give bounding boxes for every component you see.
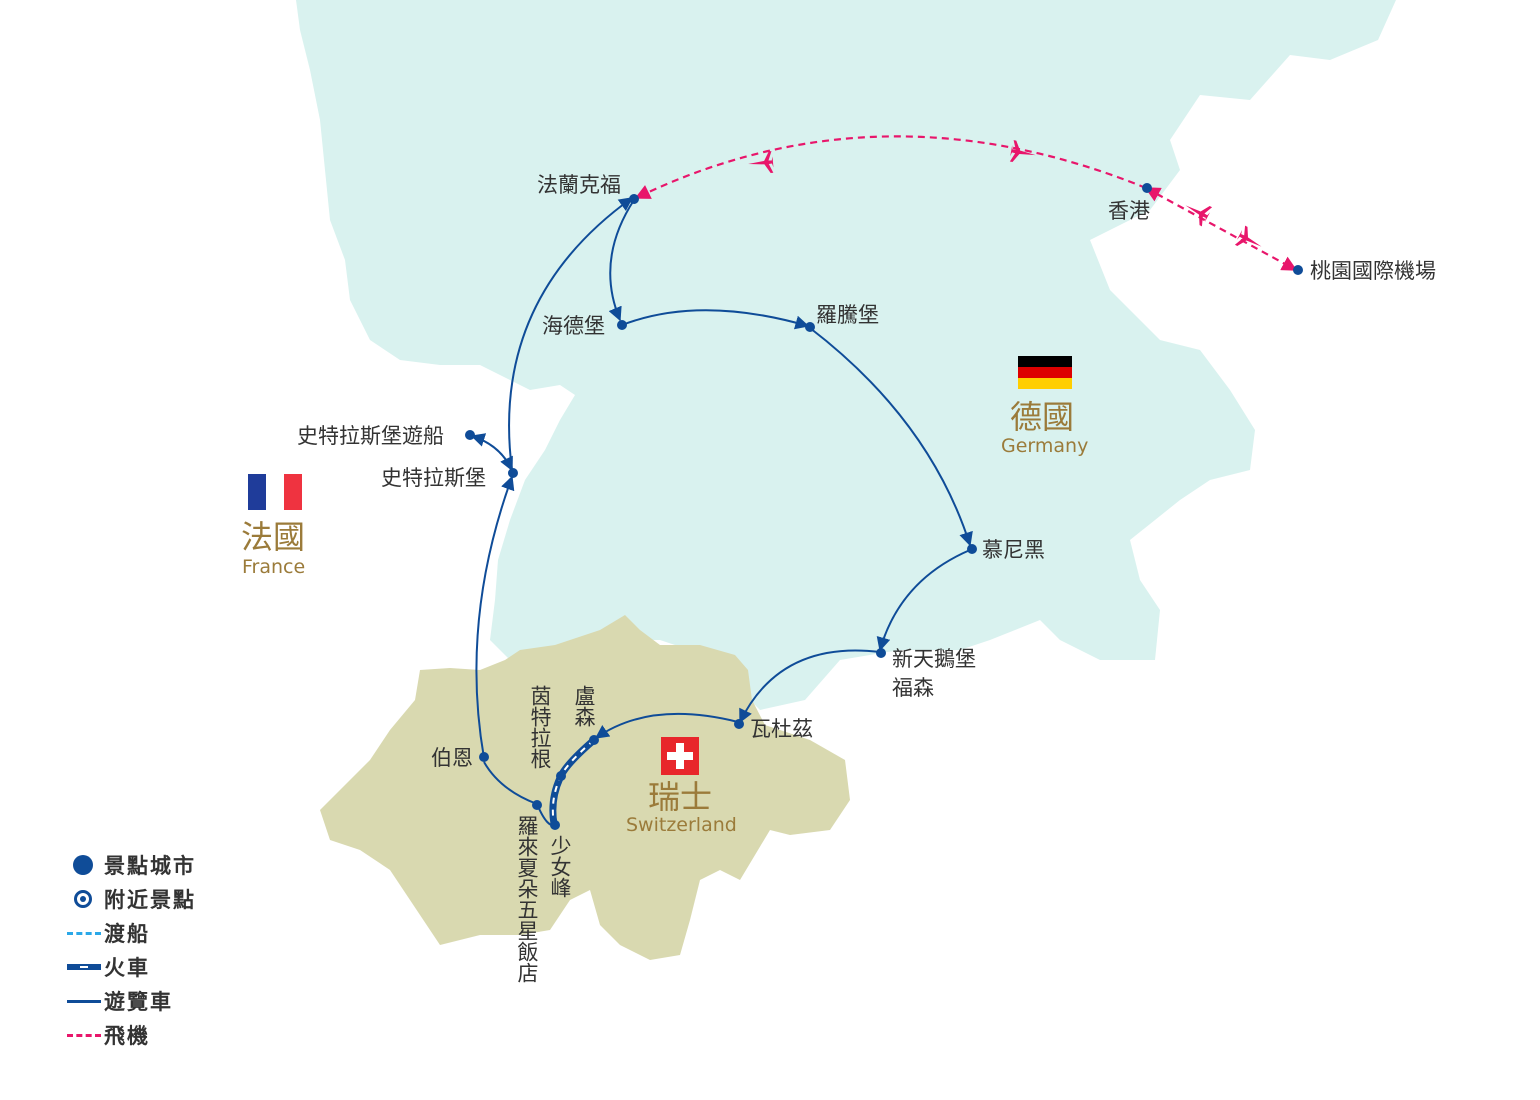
rothenburg-label: 羅騰堡	[816, 303, 879, 327]
city-dots	[465, 183, 1303, 830]
legend-plane-label: 飛機	[104, 1024, 150, 1048]
lucerne-label: 盧森	[572, 685, 596, 727]
heidelberg-label: 海德堡	[542, 314, 605, 338]
fussen-dot	[876, 648, 886, 658]
taoyuan-label: 桃園國際機場	[1310, 259, 1436, 283]
fussen-label-2: 福森	[892, 676, 934, 700]
munich-dot	[967, 544, 977, 554]
strasbourg-cruise-dot	[465, 430, 475, 440]
legend-train: 火車	[62, 950, 196, 984]
ferry-line-icon	[62, 923, 104, 943]
switzerland-name-en: Switzerland	[626, 814, 737, 836]
legend-city: 景點城市	[62, 848, 196, 882]
flight-route	[634, 135, 1298, 271]
strasbourg-label: 史特拉斯堡	[381, 466, 486, 490]
strasbourg-cruise-label: 史特拉斯堡遊船	[297, 424, 444, 448]
legend-coach-label: 遊覽車	[104, 990, 173, 1014]
fussen-label-1: 新天鵝堡	[892, 647, 976, 671]
lucerne-dot	[589, 735, 599, 745]
france-flag-icon	[248, 474, 302, 510]
strasbourg-dot	[508, 468, 518, 478]
plane-icon	[1233, 224, 1267, 257]
bern-dot	[479, 752, 489, 762]
germany-label-group: 德國 Germany	[1001, 356, 1088, 457]
legend-coach: 遊覽車	[62, 984, 196, 1018]
hotel-dot	[532, 800, 542, 810]
switzerland-region	[320, 615, 850, 960]
france-name-en: France	[242, 556, 305, 578]
legend-ferry: 渡船	[62, 916, 196, 950]
legend-city-label: 景點城市	[104, 854, 196, 878]
interlaken-label: 茵特拉根	[528, 685, 552, 769]
plane-line-icon	[62, 1025, 104, 1045]
plane-icon	[1180, 195, 1214, 228]
hongkong-label: 香港	[1108, 199, 1150, 223]
vaduz-label: 瓦杜茲	[750, 717, 813, 741]
train-line-icon	[62, 957, 104, 977]
map-legend: 景點城市 附近景點 渡船 火車 遊覽車 飛機	[62, 848, 196, 1052]
city-dot-icon	[62, 855, 104, 875]
switzerland-label-group: 瑞士 Switzerland	[626, 737, 737, 836]
vaduz-dot	[734, 719, 744, 729]
interlaken-dot	[556, 771, 566, 781]
france-name: 法國	[241, 518, 305, 556]
germany-name-en: Germany	[1001, 435, 1088, 457]
coach-line-icon	[62, 991, 104, 1011]
munich-label: 慕尼黑	[982, 538, 1045, 562]
legend-plane: 飛機	[62, 1018, 196, 1052]
france-label-group: 法國 France	[241, 474, 305, 578]
germany-region	[296, 0, 1396, 710]
frankfurt-dot	[629, 194, 639, 204]
hongkong-dot	[1142, 183, 1152, 193]
bern-label: 伯恩	[431, 746, 473, 770]
germany-flag-icon	[1018, 356, 1072, 389]
switzerland-flag-icon	[661, 737, 699, 775]
switzerland-name: 瑞士	[648, 778, 712, 816]
taoyuan-dot	[1293, 265, 1303, 275]
legend-nearby: 附近景點	[62, 882, 196, 916]
legend-nearby-label: 附近景點	[104, 888, 196, 912]
hotel-label: 羅來夏朵五星飯店	[515, 815, 539, 983]
frankfurt-label: 法蘭克福	[537, 173, 621, 197]
coach-routes	[470, 197, 973, 826]
legend-train-label: 火車	[104, 956, 150, 980]
nearby-ring-icon	[62, 889, 104, 909]
heidelberg-dot	[617, 320, 627, 330]
jungfrau-label: 少女峰	[548, 835, 572, 898]
germany-name: 德國	[1010, 398, 1074, 436]
rothenburg-dot	[805, 322, 815, 332]
legend-ferry-label: 渡船	[104, 922, 150, 946]
city-labels: 法蘭克福 香港 桃園國際機場 海德堡 羅騰堡 史特拉斯堡遊船 史特拉斯堡 慕尼黑…	[297, 173, 1436, 983]
jungfrau-dot	[550, 820, 560, 830]
